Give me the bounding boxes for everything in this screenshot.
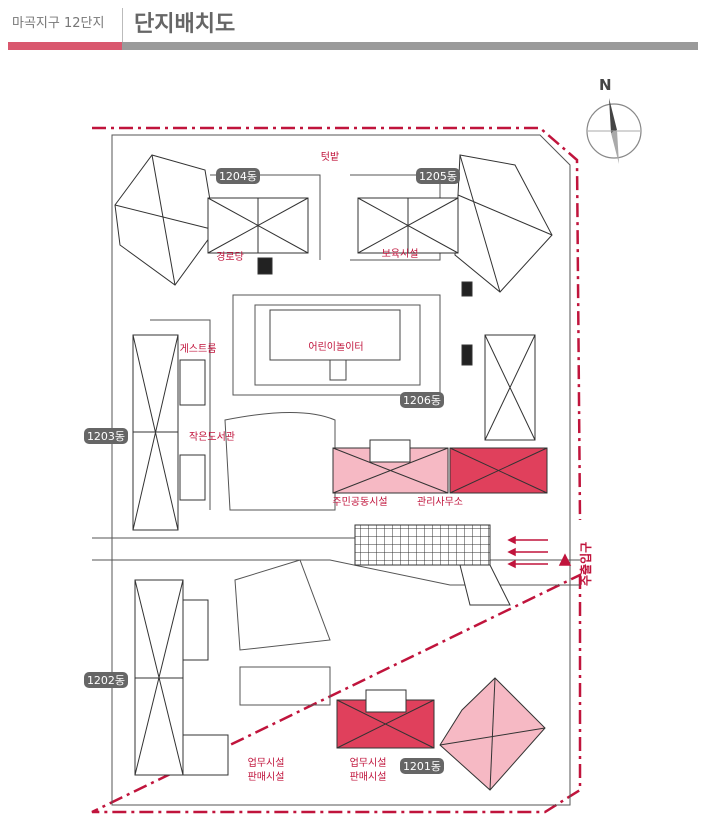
label-1203: 1203동: [87, 430, 125, 443]
label-commercial-4: 판매시설: [350, 771, 387, 783]
building-1201: [439, 677, 546, 791]
building-1206: [461, 334, 536, 441]
commercial-block: [336, 689, 435, 749]
compass-icon: [586, 98, 642, 164]
building-1202: [134, 579, 229, 776]
label-1206: 1206동: [403, 394, 441, 407]
label-1202: 1202동: [87, 674, 125, 687]
building-label-1203: 1203동: [84, 428, 128, 444]
label-management: 관리사무소: [417, 496, 463, 508]
header-rule-bar: [122, 42, 698, 50]
building-label-1205: 1205동: [416, 168, 460, 184]
label-garden: 텃밭: [321, 151, 339, 163]
header-divider: [122, 8, 123, 42]
building-label-1206: 1206동: [400, 392, 444, 408]
label-library: 작은도서관: [189, 431, 235, 443]
compass-north-label: N: [599, 76, 612, 94]
site-boundary: [91, 126, 582, 814]
community-facility: [332, 439, 449, 494]
building-1203: [132, 334, 206, 531]
label-guest-room: 게스트룸: [180, 343, 217, 355]
management-office: [449, 447, 548, 494]
label-playground: 어린이놀이터: [308, 341, 363, 353]
ramp: [459, 564, 511, 606]
label-main-entrance: 주출입구: [578, 542, 593, 586]
label-commercial-1: 업무시설: [248, 756, 285, 769]
entrance-arrows: [507, 535, 572, 569]
header-accent-bar: [8, 42, 122, 50]
playground-structure: [269, 309, 401, 381]
building-1205: [357, 154, 553, 297]
label-daycare: 보육시설: [382, 248, 419, 260]
parking-grid: [354, 524, 491, 566]
label-1204: 1204동: [219, 170, 257, 183]
building-label-1201: 1201동: [400, 758, 444, 774]
label-1205: 1205동: [419, 170, 457, 183]
complex-subtitle: 마곡지구 12단지: [12, 16, 105, 31]
page-title: 단지배치도: [134, 12, 236, 37]
label-1201: 1201동: [403, 760, 441, 773]
label-commercial-3: 업무시설: [350, 756, 387, 769]
label-senior-center: 경로당: [216, 250, 244, 263]
label-community: 주민공동시설: [332, 496, 387, 508]
building-label-1202: 1202동: [84, 672, 128, 688]
label-commercial-2: 판매시설: [248, 771, 285, 783]
building-label-1204: 1204동: [216, 168, 260, 184]
building-1204: [114, 154, 309, 286]
